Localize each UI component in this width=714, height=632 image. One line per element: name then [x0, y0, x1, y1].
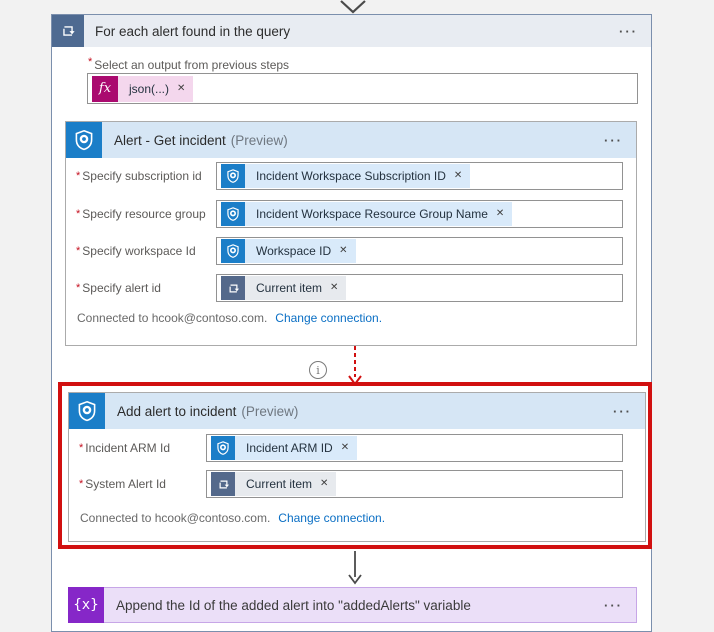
dynamic-content-token[interactable]: Incident Workspace Resource Group Name ✕ [221, 202, 513, 226]
connected-text: Connected to hcook@contoso.com. [80, 511, 271, 525]
foreach-loop-icon [52, 15, 84, 47]
dynamic-content-token[interactable]: Incident ARM ID ✕ [211, 436, 358, 460]
token-label: Current item [256, 281, 323, 295]
remove-token-icon[interactable]: ✕ [320, 478, 329, 489]
preview-tag: (Preview) [230, 132, 288, 148]
add-alert-title: Add alert to incident [117, 403, 237, 419]
foreach-title: For each alert found in the query [95, 23, 291, 39]
foreach-token-icon [211, 472, 235, 496]
add-alert-card: Add alert to incident (Preview) ··· *Inc… [68, 392, 646, 542]
connection-info: Connected to hcook@contoso.com. Change co… [80, 511, 385, 525]
expression-token-label: json(...) [129, 81, 170, 96]
sentinel-token-icon [221, 202, 245, 226]
flow-arrow-down [348, 551, 362, 585]
run-after-dashed-arrow [348, 346, 362, 386]
expression-token[interactable]: fx json(...) ✕ [92, 75, 194, 102]
info-icon[interactable]: i [309, 361, 327, 379]
get-incident-menu-button[interactable]: ··· [604, 132, 623, 148]
field-label: *Specify subscription id [76, 169, 202, 183]
remove-token-icon[interactable]: ✕ [495, 208, 505, 219]
resource-group-input[interactable]: Incident Workspace Resource Group Name ✕ [216, 200, 623, 228]
foreach-header[interactable]: For each alert found in the query ··· [52, 15, 651, 47]
foreach-output-input[interactable]: fx json(...) ✕ [87, 73, 638, 104]
append-variable-menu-button[interactable]: ··· [604, 597, 623, 613]
token-label: Incident Workspace Resource Group Name [256, 207, 488, 221]
remove-token-icon[interactable]: ✕ [177, 82, 186, 94]
change-connection-link[interactable]: Change connection. [275, 311, 383, 325]
token-label: Incident ARM ID [246, 441, 333, 455]
foreach-menu-button[interactable]: ··· [619, 23, 638, 39]
fx-expression-icon: fx [92, 75, 118, 102]
workspace-id-input[interactable]: Workspace ID ✕ [216, 237, 623, 265]
token-label: Workspace ID [256, 244, 332, 258]
change-connection-link[interactable]: Change connection. [278, 511, 386, 525]
append-variable-title: Append the Id of the added alert into "a… [116, 597, 471, 613]
variable-icon: {x} [68, 586, 104, 623]
flow-arrow-top [340, 0, 366, 14]
token-label: Incident Workspace Subscription ID [256, 169, 446, 183]
get-incident-card: Alert - Get incident (Preview) ··· *Spec… [65, 121, 637, 346]
sentinel-token-icon [211, 436, 235, 460]
connection-info: Connected to hcook@contoso.com. Change co… [77, 311, 382, 325]
append-variable-action[interactable]: {x} Append the Id of the added alert int… [68, 586, 637, 623]
field-label: *Specify workspace Id [76, 244, 196, 258]
subscription-id-input[interactable]: Incident Workspace Subscription ID ✕ [216, 162, 623, 190]
remove-token-icon[interactable]: ✕ [339, 245, 348, 256]
dynamic-content-token[interactable]: Incident Workspace Subscription ID ✕ [221, 164, 471, 188]
sentinel-token-icon [221, 239, 245, 263]
token-label: Current item [246, 477, 313, 491]
current-item-token[interactable]: Current item ✕ [211, 472, 337, 496]
field-label: *Specify resource group [76, 207, 206, 221]
field-label: *Incident ARM Id [79, 441, 170, 455]
system-alert-id-input[interactable]: Current item ✕ [206, 470, 623, 498]
get-incident-title: Alert - Get incident [114, 132, 226, 148]
connected-text: Connected to hcook@contoso.com. [77, 311, 268, 325]
remove-token-icon[interactable]: ✕ [453, 170, 463, 181]
foreach-output-label: *Select an output from previous steps [88, 56, 290, 72]
preview-tag: (Preview) [241, 403, 299, 419]
current-item-token[interactable]: Current item ✕ [221, 276, 347, 300]
sentinel-icon [69, 393, 105, 429]
foreach-token-icon [221, 276, 245, 300]
field-label: *Specify alert id [76, 281, 161, 295]
incident-arm-id-input[interactable]: Incident ARM ID ✕ [206, 434, 623, 462]
sentinel-icon [66, 122, 102, 158]
sentinel-token-icon [221, 164, 245, 188]
remove-token-icon[interactable]: ✕ [330, 282, 339, 293]
foreach-scope-card: For each alert found in the query ··· *S… [51, 14, 652, 632]
add-alert-menu-button[interactable]: ··· [613, 403, 632, 419]
get-incident-header[interactable]: Alert - Get incident (Preview) ··· [66, 122, 636, 158]
required-asterisk: * [88, 56, 93, 68]
field-label: *System Alert Id [79, 477, 166, 491]
dynamic-content-token[interactable]: Workspace ID ✕ [221, 239, 356, 263]
add-alert-header[interactable]: Add alert to incident (Preview) ··· [69, 393, 645, 429]
alert-id-input[interactable]: Current item ✕ [216, 274, 623, 302]
remove-token-icon[interactable]: ✕ [340, 442, 350, 453]
